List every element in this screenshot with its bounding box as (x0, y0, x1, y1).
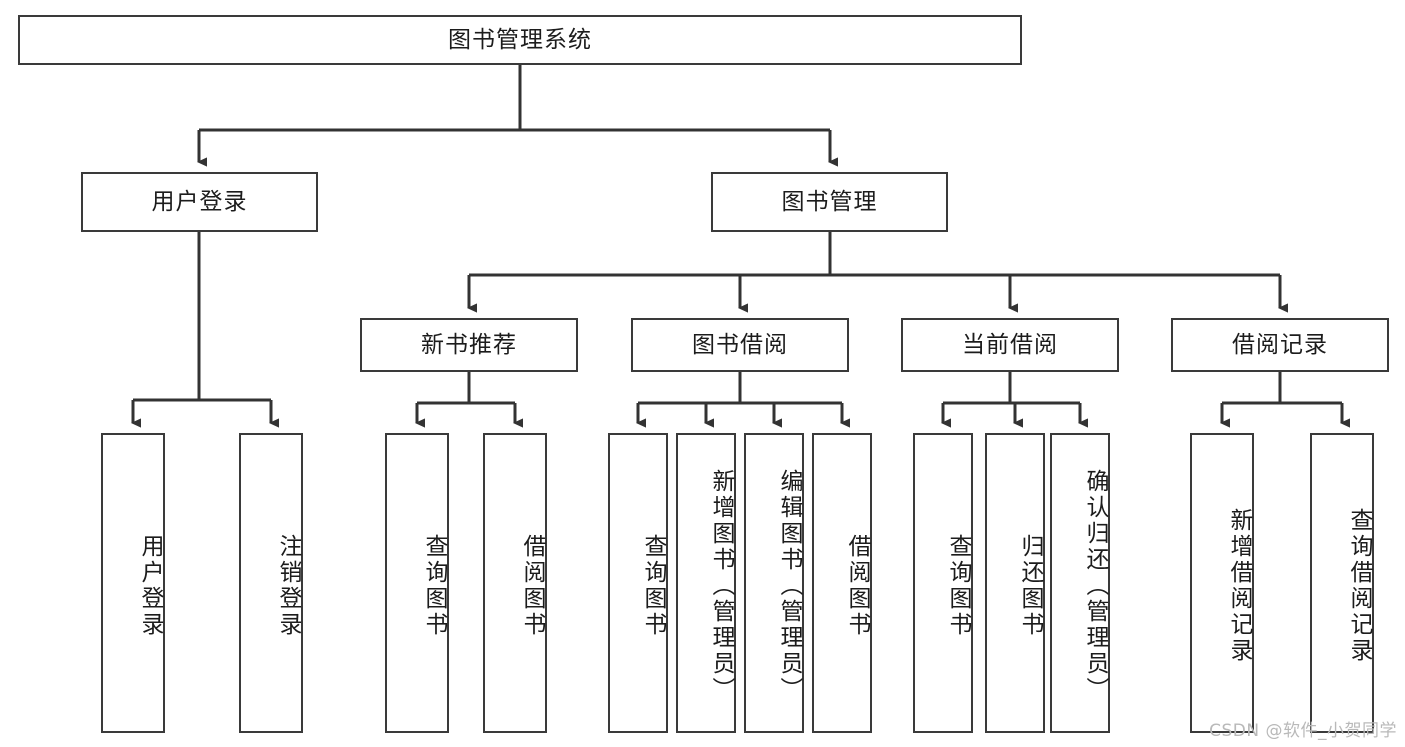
node-leaf-edit-book-admin[interactable]: 编辑图书（管理员） (744, 433, 804, 733)
node-label: 归还图书 (1017, 534, 1043, 638)
node-label: 图书借阅 (692, 331, 788, 358)
node-leaf-borrow-book[interactable]: 借阅图书 (812, 433, 872, 733)
node-leaf-return-book[interactable]: 归还图书 (985, 433, 1045, 733)
node-label: 图书管理系统 (448, 26, 592, 53)
node-label: 新增图书（管理员） (708, 469, 734, 703)
node-leaf-confirm-return-admin[interactable]: 确认归还（管理员） (1050, 433, 1110, 733)
node-label: 编辑图书（管理员） (776, 469, 802, 703)
node-label: 借阅图书 (519, 534, 545, 638)
node-leaf-query-book-borrow[interactable]: 查询图书 (608, 433, 668, 733)
node-leaf-logout[interactable]: 注销登录 (239, 433, 303, 733)
node-label: 查询图书 (945, 534, 971, 638)
node-label: 新增借阅记录 (1226, 508, 1252, 664)
node-current-borrow[interactable]: 当前借阅 (901, 318, 1119, 372)
watermark: CSDN @软件_小贺同学 (1209, 721, 1397, 741)
node-root[interactable]: 图书管理系统 (18, 15, 1022, 65)
node-book-borrow[interactable]: 图书借阅 (631, 318, 849, 372)
node-leaf-query-book-recommend[interactable]: 查询图书 (385, 433, 449, 733)
node-leaf-query-borrow-record[interactable]: 查询借阅记录 (1310, 433, 1374, 733)
node-borrow-record[interactable]: 借阅记录 (1171, 318, 1389, 372)
node-leaf-add-book-admin[interactable]: 新增图书（管理员） (676, 433, 736, 733)
node-label: 查询图书 (640, 534, 666, 638)
node-new-book-recommend[interactable]: 新书推荐 (360, 318, 578, 372)
node-leaf-query-book-current[interactable]: 查询图书 (913, 433, 973, 733)
node-user-login[interactable]: 用户登录 (81, 172, 318, 232)
node-label: 用户登录 (151, 188, 248, 215)
node-label: 图书管理 (781, 188, 878, 215)
node-book-management[interactable]: 图书管理 (711, 172, 948, 232)
node-label: 查询图书 (421, 534, 447, 638)
node-label: 当前借阅 (962, 331, 1058, 358)
node-leaf-user-login[interactable]: 用户登录 (101, 433, 165, 733)
node-label: 确认归还（管理员） (1082, 469, 1108, 703)
node-leaf-add-borrow-record[interactable]: 新增借阅记录 (1190, 433, 1254, 733)
node-label: 查询借阅记录 (1346, 508, 1372, 664)
node-label: 新书推荐 (421, 331, 517, 358)
node-leaf-borrow-book-recommend[interactable]: 借阅图书 (483, 433, 547, 733)
node-label: 借阅图书 (844, 534, 870, 638)
node-label: 用户登录 (137, 534, 163, 638)
node-label: 注销登录 (275, 534, 301, 638)
node-label: 借阅记录 (1232, 331, 1328, 358)
